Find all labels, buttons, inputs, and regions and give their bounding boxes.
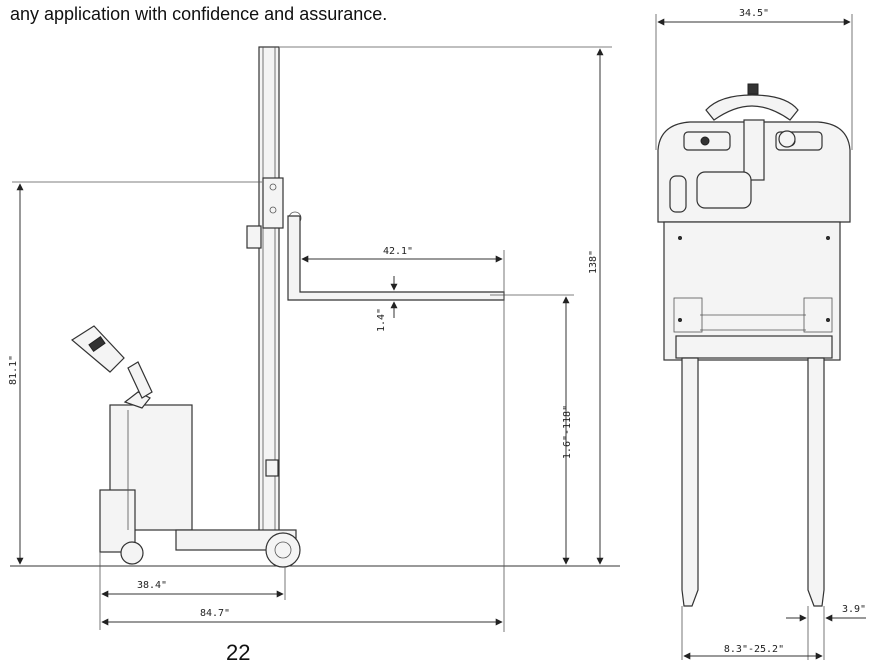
lift-height-range-label: 1.6"-118" xyxy=(562,405,573,459)
lowered-height-label: 81.1" xyxy=(8,355,19,385)
side-view xyxy=(70,46,505,568)
overall-height-label: 138" xyxy=(588,250,599,274)
overall-width-label: 34.5" xyxy=(739,8,769,19)
page-number: 22 xyxy=(226,640,251,665)
fork-thickness-label: 1.4" xyxy=(376,308,387,332)
fork-spread-label: 8.3"-25.2" xyxy=(724,644,784,655)
fork-width-label: 3.9" xyxy=(842,604,866,615)
base-length-label: 38.4" xyxy=(137,580,167,591)
intro-text: any application with confidence and assu… xyxy=(10,4,388,24)
fork-length-label: 42.1" xyxy=(383,246,413,257)
overall-length-label: 84.7" xyxy=(200,608,230,619)
front-view xyxy=(657,83,851,607)
